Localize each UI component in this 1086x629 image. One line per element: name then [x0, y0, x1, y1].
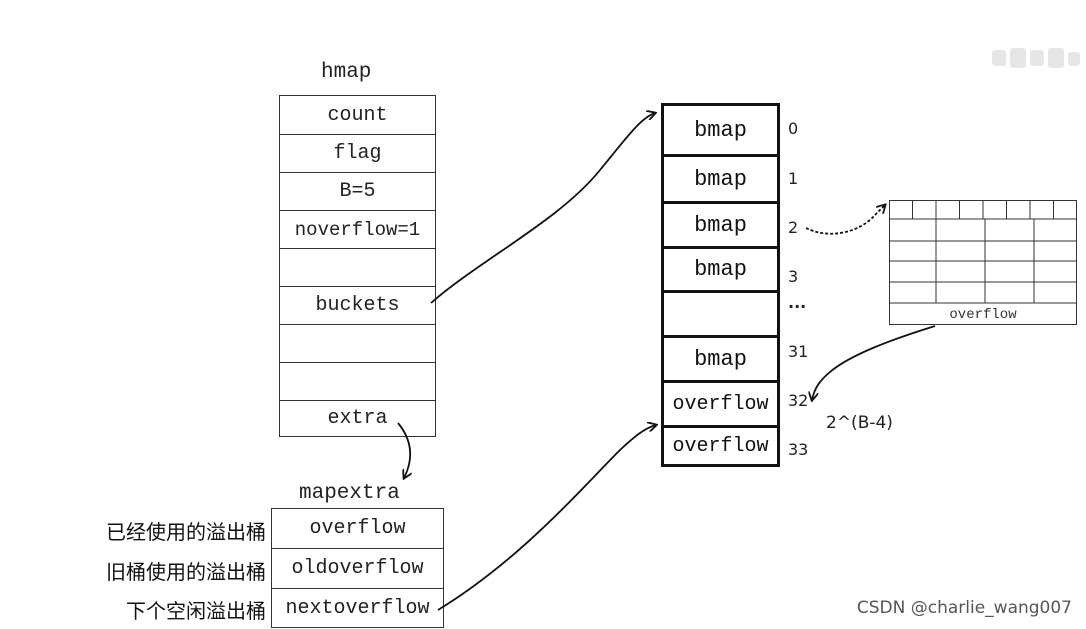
arrow-nextoverflow-to-overflow33	[437, 425, 656, 611]
overflow-count-formula: 2^(B-4)	[826, 413, 893, 433]
mapextra-field-oldoverflow: oldoverflow	[272, 548, 443, 588]
bucket-gap	[664, 290, 777, 335]
bucket-index-31: 31	[788, 342, 809, 361]
bucket-bmap-3: bmap	[664, 246, 777, 290]
bucket-index-2: 2	[788, 218, 799, 237]
mapextra-label-nextoverflow: 下个空闲溢出桶	[126, 599, 266, 623]
bmap-detail-table: overflow	[889, 200, 1077, 325]
bucket-bmap-1: bmap	[664, 154, 777, 201]
channel-logo-icon	[992, 48, 1080, 68]
hmap-field-flag: flag	[280, 134, 435, 172]
mapextra-field-nextoverflow: nextoverflow	[272, 588, 443, 627]
bucket-index-0: 0	[788, 119, 799, 138]
hmap-field-empty-3	[280, 362, 435, 400]
bucket-index-33: 33	[788, 440, 809, 459]
hmap-title: hmap	[321, 61, 372, 84]
hmap-field-noverflow: noverflow=1	[280, 210, 435, 248]
hmap-field-empty-1	[280, 248, 435, 286]
mapextra-title: mapextra	[299, 482, 400, 505]
bucket-index-1: 1	[788, 169, 799, 188]
arrow-detail-overflow-to-32	[812, 325, 936, 400]
arrow-extra-to-mapextra	[397, 422, 410, 478]
mapextra-field-overflow: overflow	[309, 517, 406, 540]
arrow-buckets-to-array	[430, 113, 655, 304]
hmap-field-b: B=5	[280, 172, 435, 210]
bucket-bmap-31: bmap	[664, 335, 777, 380]
bucket-bmap-2: bmap	[664, 201, 777, 246]
hmap-table: count flag B=5 noverflow=1 buckets extra	[279, 95, 436, 437]
bucket-array: bmap bmap bmap bmap bmap overflow overfl…	[661, 103, 780, 467]
bucket-bmap-0: bmap	[694, 117, 747, 143]
bucket-overflow-32: overflow	[664, 380, 777, 425]
hmap-field-count: count	[327, 103, 388, 127]
mapextra-table: overflow oldoverflow nextoverflow	[271, 508, 444, 628]
watermark: CSDN @charlie_wang007	[856, 598, 1072, 618]
hmap-field-empty-2	[280, 324, 435, 362]
bmap-detail-overflow-label: overflow	[949, 307, 1017, 323]
bucket-index-3: 3	[788, 267, 799, 286]
arrow-bmap2-to-detail	[805, 205, 885, 235]
mapextra-label-overflow: 已经使用的溢出桶	[106, 520, 266, 544]
hmap-field-extra: extra	[280, 400, 435, 435]
bucket-index-ellipsis: ...	[788, 293, 807, 312]
bucket-index-32: 32	[788, 391, 809, 410]
mapextra-label-oldoverflow: 旧桶使用的溢出桶	[106, 560, 266, 584]
bucket-overflow-33: overflow	[664, 425, 777, 464]
hmap-field-buckets: buckets	[280, 286, 435, 324]
